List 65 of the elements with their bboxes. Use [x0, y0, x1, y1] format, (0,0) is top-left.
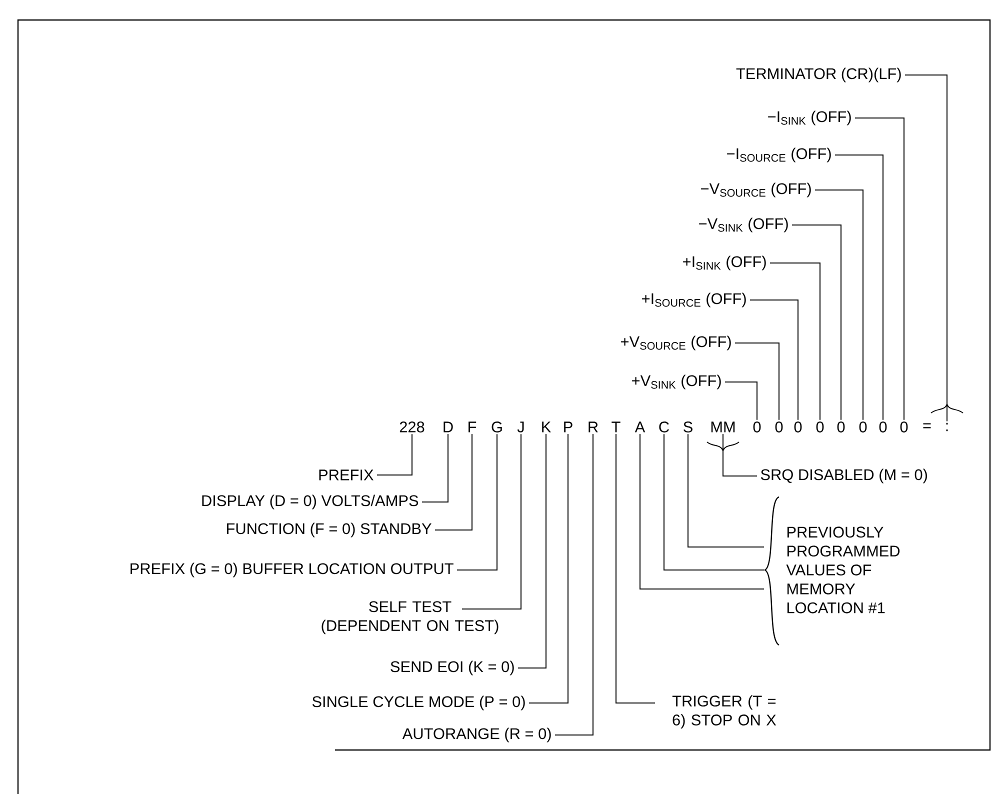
leader-line [456, 434, 498, 570]
leader-line [734, 342, 780, 420]
leader-line [664, 434, 764, 570]
field-label: TRIGGER (T = 6) STOP ON X [672, 695, 776, 729]
command-character: 228 [400, 422, 424, 432]
command-character: K [542, 422, 551, 432]
field-label: DISPLAY (D = 0) VOLTS/AMPS [202, 494, 418, 510]
field-label: −I$_{SINK}$ (OFF) [768, 110, 851, 126]
bracketed-note: PREVIOUSLY PROGRAMMED VALUES OF MEMORY LOCATION #1 [786, 526, 900, 614]
leader-line [834, 154, 884, 420]
field-label: SELF TEST (DEPENDENT ON TEST) [322, 601, 498, 634]
leader-line [376, 434, 412, 476]
leader-line [616, 434, 656, 704]
command-character: 0 [900, 422, 908, 432]
field-label: SINGLE CYCLE MODE (P = 0) [312, 696, 525, 710]
leader-line [462, 434, 522, 610]
command-character: G [492, 422, 502, 432]
leader-line [554, 434, 594, 736]
field-label: +V$_{SOURCE}$ (OFF) [621, 336, 731, 350]
field-label: FUNCTION (F = 0) STANDBY [227, 522, 432, 538]
leader-line [904, 74, 948, 422]
command-character: R [588, 422, 598, 432]
leader-line [724, 382, 758, 420]
command-character: MM [711, 422, 735, 432]
command-character: 0 [816, 422, 824, 432]
leader-line [422, 434, 448, 502]
field-label: AUTORANGE (R = 0) [402, 728, 551, 742]
field-label: −V$_{SINK}$ (OFF) [699, 218, 788, 232]
field-label: SRQ DISABLED (M = 0) [760, 468, 927, 484]
field-label: +I$_{SINK}$ (OFF) [683, 256, 766, 270]
field-label: +V$_{SINK}$ (OFF) [632, 374, 721, 390]
command-character: D [444, 422, 453, 432]
field-label: TERMINATOR (CR)(LF) [736, 68, 901, 82]
command-character: : [946, 422, 948, 432]
command-character: S [684, 422, 692, 432]
command-character: J [517, 422, 524, 432]
leader-line [722, 434, 758, 476]
leader-line [434, 434, 472, 530]
field-label: −V$_{SOURCE}$ (OFF) [701, 182, 811, 198]
field-label: +I$_{SOURCE}$ (OFF) [642, 292, 746, 308]
leader-line [770, 262, 820, 420]
command-character: 0 [775, 422, 783, 432]
command-character: T [612, 422, 620, 432]
leader-line [854, 118, 904, 420]
command-character: 0 [879, 422, 887, 432]
command-character: 0 [837, 422, 845, 432]
field-label: −I$_{SOURCE}$ (OFF) [727, 148, 831, 162]
command-character: P [564, 422, 572, 432]
field-label: PREFIX (G = 0) BUFFER LOCATION OUTPUT [130, 562, 454, 578]
field-label: SEND EOI (K = 0) [390, 660, 514, 676]
field-label: PREFIX [319, 470, 374, 480]
command-character: 0 [794, 422, 802, 432]
leader-line [528, 434, 568, 704]
leader-line [640, 434, 764, 590]
leader-line [750, 300, 798, 420]
leader-line [518, 434, 546, 668]
command-character: 0 [859, 422, 867, 432]
command-character: A [634, 422, 646, 432]
command-character: = [923, 423, 931, 428]
leader-line [792, 224, 842, 420]
leader-line [814, 190, 864, 420]
leader-line [688, 434, 764, 548]
command-character: 0 [753, 422, 761, 432]
command-character: C [659, 422, 669, 432]
command-character: F [468, 422, 476, 432]
